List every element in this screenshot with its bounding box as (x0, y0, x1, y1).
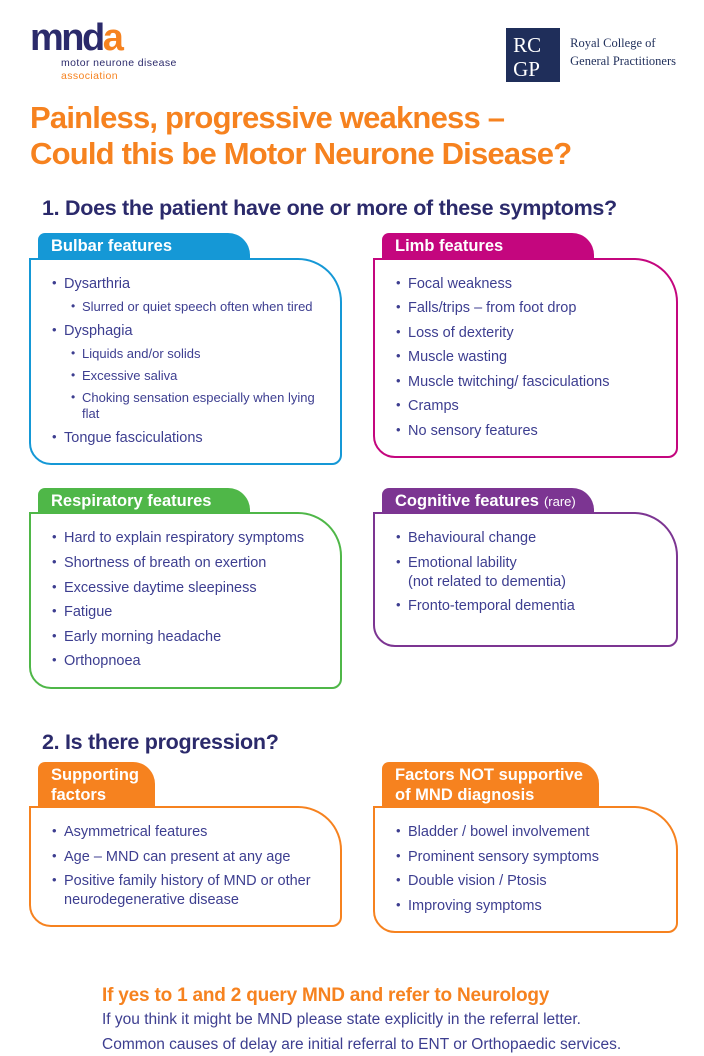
rcgp-name-line1: Royal College of (570, 36, 656, 50)
symptom-list: Behavioural changeEmotional lability (no… (375, 529, 666, 615)
symptom-item: Muscle wasting (375, 348, 666, 367)
card-limb-features-body: Focal weaknessFalls/trips – from foot dr… (373, 257, 678, 459)
card-supporting-factors-body: Asymmetrical featuresAge – MND can prese… (29, 806, 342, 928)
symptom-item: Dysphagia (31, 322, 330, 341)
card-cognitive-features: Cognitive features(rare) Behavioural chan… (373, 488, 678, 648)
mnd-logo-subtext: motor neurone disease association (61, 57, 177, 83)
symptom-item: Excessive daytime sleepiness (31, 579, 330, 598)
card-cognitive-features-body: Behavioural changeEmotional lability (no… (373, 512, 678, 648)
symptom-item: Slurred or quiet speech often when tired (31, 299, 330, 316)
symptom-item: Muscle twitching/ fasciculations (375, 373, 666, 392)
symptom-cards-row-1: Bulbar featuresDysarthriaSlurred or quie… (0, 233, 704, 466)
symptom-item: Fronto-temporal dementia (375, 597, 666, 616)
card-bulbar-features-header: Bulbar features (38, 233, 250, 260)
rcgp-logo-square: RC GP (506, 28, 561, 82)
rcgp-logo: RC GP Royal College of General Practitio… (506, 28, 676, 82)
symptom-item: Shortness of breath on exertion (31, 554, 330, 573)
page-header: mnda motor neurone disease association R… (0, 0, 704, 84)
symptom-item: Cramps (375, 397, 666, 416)
card-supporting-factors: Supporting factorsAsymmetrical featuresA… (29, 761, 342, 928)
page-title-line1: Painless, progressive weakness – (30, 99, 505, 135)
symptom-item: Improving symptoms (375, 897, 666, 916)
card-respiratory-features-body: Hard to explain respiratory symptomsShor… (29, 512, 342, 689)
mnd-logo-word-main: mnd (30, 17, 105, 59)
symptom-item: Prominent sensory symptoms (375, 848, 666, 867)
card-respiratory-features-header: Respiratory features (38, 488, 250, 515)
symptom-item: Excessive saliva (31, 368, 330, 385)
card-respiratory-features: Respiratory featuresHard to explain resp… (29, 488, 342, 689)
card-title: Bulbar features (51, 237, 173, 256)
mnd-logo-subline1: motor neurone disease (61, 57, 177, 70)
card-limb-features: Limb featuresFocal weaknessFalls/trips –… (373, 233, 678, 459)
card-bulbar-features-body: DysarthriaSlurred or quiet speech often … (29, 257, 342, 466)
footer-heading: If yes to 1 and 2 query MND and refer to… (102, 985, 550, 1007)
card-bulbar-features: Bulbar featuresDysarthriaSlurred or quie… (29, 233, 342, 466)
progression-cards-row: Supporting factorsAsymmetrical featuresA… (0, 761, 704, 934)
symptom-item: Liquids and/or solids (31, 346, 330, 363)
card-title-suffix: (rare) (543, 494, 576, 510)
symptom-item: Choking sensation especially when lying … (31, 390, 330, 423)
mnd-logo-word-accent: a (102, 17, 124, 59)
symptom-item: Emotional lability (not related to demen… (375, 554, 666, 591)
rcgp-logo-name: Royal College of General Practitioners (570, 28, 676, 82)
question-2-heading: 2. Is there progression? (42, 729, 279, 754)
symptom-item: Falls/trips – from foot drop (375, 299, 666, 318)
footer-advice: If yes to 1 and 2 query MND and refer to… (102, 985, 674, 1056)
symptom-item: Orthopnoea (31, 652, 330, 671)
symptom-item: Bladder / bowel involvement (375, 823, 666, 842)
card-title: Factors NOT supportive of MND diagnosis (395, 765, 583, 804)
rcgp-abbr-line1: RC (513, 33, 542, 57)
symptom-item: Age – MND can present at any age (31, 848, 330, 867)
symptom-item: Tongue fasciculations (31, 429, 330, 448)
question-1-heading: 1. Does the patient have one or more of … (42, 196, 617, 221)
mnd-logo-subline2: association (61, 70, 118, 83)
symptom-item: Fatigue (31, 603, 330, 622)
footer-line1: If you think it might be MND please stat… (102, 1011, 581, 1029)
card-limb-features-header: Limb features (382, 233, 594, 260)
symptom-list: Bladder / bowel involvementProminent sen… (375, 823, 666, 915)
card-title: Respiratory features (51, 492, 212, 511)
card-factors-not-supportive-header: Factors NOT supportive of MND diagnosis (382, 761, 599, 808)
symptom-item: No sensory features (375, 422, 666, 441)
page-title: Painless, progressive weakness – Could t… (30, 100, 684, 172)
mnd-association-logo: mnda motor neurone disease association (30, 19, 177, 84)
symptom-item: Loss of dexterity (375, 324, 666, 343)
mnd-logo-wordmark: mnda (30, 19, 177, 57)
footer-line2: Common causes of delay are initial refer… (102, 1035, 622, 1053)
symptom-item: Positive family history of MND or other … (31, 872, 330, 909)
symptom-item: Hard to explain respiratory symptoms (31, 529, 330, 548)
symptom-list: Focal weaknessFalls/trips – from foot dr… (375, 275, 666, 441)
rcgp-name-line2: General Practitioners (570, 53, 676, 68)
symptom-list: Asymmetrical featuresAge – MND can prese… (31, 823, 330, 909)
symptom-item: Focal weakness (375, 275, 666, 294)
card-title: Cognitive features (395, 492, 539, 511)
symptom-cards-row-2: Respiratory featuresHard to explain resp… (0, 488, 704, 689)
page-title-line2: Could this be Motor Neurone Disease? (30, 135, 572, 171)
symptom-item: Early morning headache (31, 628, 330, 647)
card-title: Limb features (395, 237, 504, 256)
symptom-item: Dysarthria (31, 275, 330, 294)
symptom-item: Behavioural change (375, 529, 666, 548)
card-factors-not-supportive: Factors NOT supportive of MND diagnosisB… (373, 761, 678, 934)
card-cognitive-features-header: Cognitive features(rare) (382, 488, 594, 515)
symptom-item: Double vision / Ptosis (375, 872, 666, 891)
card-title: Supporting factors (51, 765, 139, 804)
symptom-list: DysarthriaSlurred or quiet speech often … (31, 275, 330, 448)
card-factors-not-supportive-body: Bladder / bowel involvementProminent sen… (373, 806, 678, 934)
card-supporting-factors-header: Supporting factors (38, 761, 155, 808)
symptom-item: Asymmetrical features (31, 823, 330, 842)
symptom-list: Hard to explain respiratory symptomsShor… (31, 529, 330, 670)
rcgp-abbr-line2: GP (513, 57, 540, 82)
